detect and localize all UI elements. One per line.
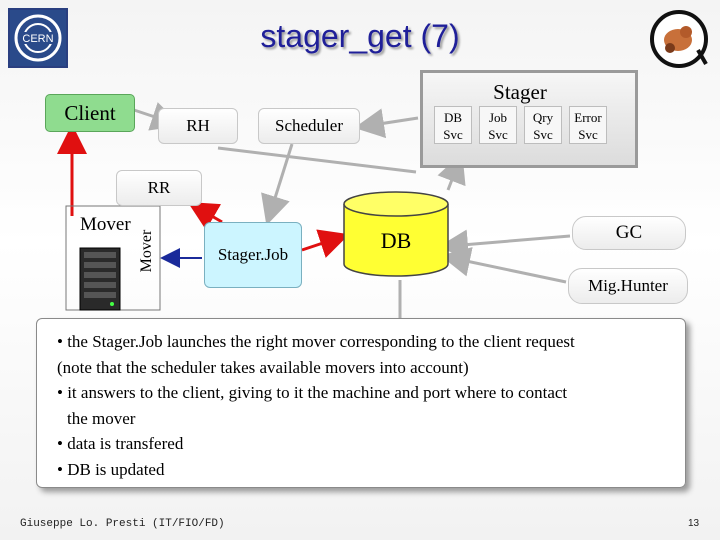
arrow-db-stager: [437, 152, 466, 191]
arrow-scheduler-stagerjob: [261, 143, 294, 226]
qry-svc-line2: Svc: [533, 127, 553, 142]
error-svc-line2: Svc: [578, 127, 598, 142]
gc-node: GC: [572, 216, 686, 250]
mover-label: Mover: [80, 214, 131, 235]
bullet-line: (note that the scheduler takes available…: [57, 357, 469, 377]
svg-text:CERN: CERN: [22, 33, 53, 45]
cern-logo: CERN: [8, 8, 68, 68]
bullet-line: the mover: [67, 408, 136, 428]
bullet-line: • it answers to the client, giving to it…: [57, 383, 568, 402]
rr-node: RR: [116, 170, 202, 206]
error-svc: Error Svc: [569, 106, 607, 144]
info-text: • the Stager.Job launches the right move…: [57, 329, 677, 482]
error-svc-line1: Error: [574, 110, 602, 125]
qry-svc: Qry Svc: [524, 106, 562, 144]
qry-svc-line1: Qry: [532, 110, 554, 125]
db-svc-line1: DB: [443, 110, 463, 125]
arrow-stagerjob-rr: [187, 201, 223, 231]
bullet-line: • data is transfered: [57, 434, 184, 453]
db-node: DB: [340, 190, 452, 287]
stager-job-node: Stager.Job: [204, 222, 302, 288]
info-box: • the Stager.Job launches the right move…: [36, 318, 686, 488]
scheduler-node: Scheduler: [258, 108, 360, 144]
page-number: 13: [688, 518, 700, 529]
bullet-line: • DB is updated: [57, 459, 165, 479]
job-svc-line1: Job: [488, 110, 508, 125]
db-cylinder-icon: [343, 191, 449, 277]
bullet-line: • the Stager.Job launches the right move…: [57, 332, 575, 351]
slide-title: stager_get (7): [260, 18, 460, 54]
footer-author: Giuseppe Lo. Presti (IT/FIO/FD): [20, 518, 225, 530]
mover-side-wrap: Mover: [136, 220, 156, 286]
job-svc: Job Svc: [479, 106, 517, 144]
arrow-stager-scheduler: [354, 108, 419, 139]
db-label: DB: [380, 228, 412, 253]
db-svc-line2: Svc: [443, 127, 463, 142]
job-svc-line2: Svc: [488, 127, 508, 142]
client-node: Client: [45, 94, 135, 132]
server-icon: [72, 244, 128, 314]
rh-node: RH: [158, 108, 238, 144]
arrow-stagerjob-db: [301, 229, 350, 258]
db-svc: DB Svc: [434, 106, 472, 144]
arrow-rh-stager: [217, 146, 417, 174]
arrow-mighunter-db: [440, 247, 567, 284]
mig-hunter-node: Mig.Hunter: [568, 268, 688, 304]
stager-label: Stager: [493, 80, 547, 104]
mover-side-label: Mover: [138, 229, 155, 273]
arrow-gc-db: [438, 229, 571, 260]
castor-logo: [648, 8, 710, 70]
